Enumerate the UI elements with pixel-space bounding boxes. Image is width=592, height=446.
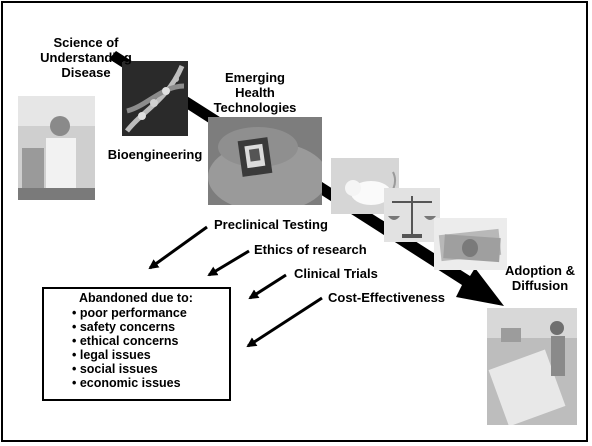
abandoned-title: Abandoned due to: <box>79 291 193 305</box>
clinical-trials-label: Clinical Trials <box>294 266 378 281</box>
ethics-of-research-label: Ethics of research <box>254 242 367 257</box>
abandoned-reasons-box: Abandoned due to: • poor performance • s… <box>42 287 231 401</box>
science-label: Science of Understanding Disease <box>30 35 142 80</box>
money-bills-photo <box>434 218 507 270</box>
list-item: • social issues <box>72 362 158 376</box>
cost-effectiveness-label: Cost-Effectiveness <box>328 290 446 305</box>
science-label-line: Understanding <box>40 50 132 65</box>
list-item: • ethical concerns <box>72 334 179 348</box>
emerging-label-line: Emerging <box>225 70 285 85</box>
dna-helix-photo <box>122 61 188 136</box>
emerging-technologies-label: Emerging Health Technologies <box>200 70 310 115</box>
adoption-label-line: Adoption & <box>504 263 576 278</box>
clinical-to-abandoned-arrow <box>248 273 287 300</box>
balance-scales-photo <box>384 188 440 242</box>
abandoned-reasons-list: • poor performance • safety concerns • e… <box>72 306 229 390</box>
preclinical-to-abandoned-arrow <box>148 225 208 270</box>
list-item: • economic issues <box>72 376 181 390</box>
bioengineering-label: Bioengineering <box>107 147 203 162</box>
adoption-label-line: Diffusion <box>511 278 569 293</box>
emerging-label-line: Health <box>235 85 275 100</box>
preclinical-testing-label: Preclinical Testing <box>214 217 328 232</box>
adoption-diffusion-label: Adoption & Diffusion <box>496 263 584 293</box>
list-item: • poor performance <box>72 306 187 320</box>
emerging-label-line: Technologies <box>213 100 297 115</box>
scientist-photo <box>18 96 95 200</box>
list-item: • legal issues <box>72 348 151 362</box>
patient-bed-photo <box>487 308 577 425</box>
implant-device-photo <box>208 117 322 205</box>
ethics-to-abandoned-arrow <box>207 249 250 277</box>
science-label-line: Disease <box>61 65 111 80</box>
cost-to-abandoned-arrow <box>246 296 323 348</box>
science-label-line: Science of <box>53 35 119 50</box>
list-item: • safety concerns <box>72 320 176 334</box>
